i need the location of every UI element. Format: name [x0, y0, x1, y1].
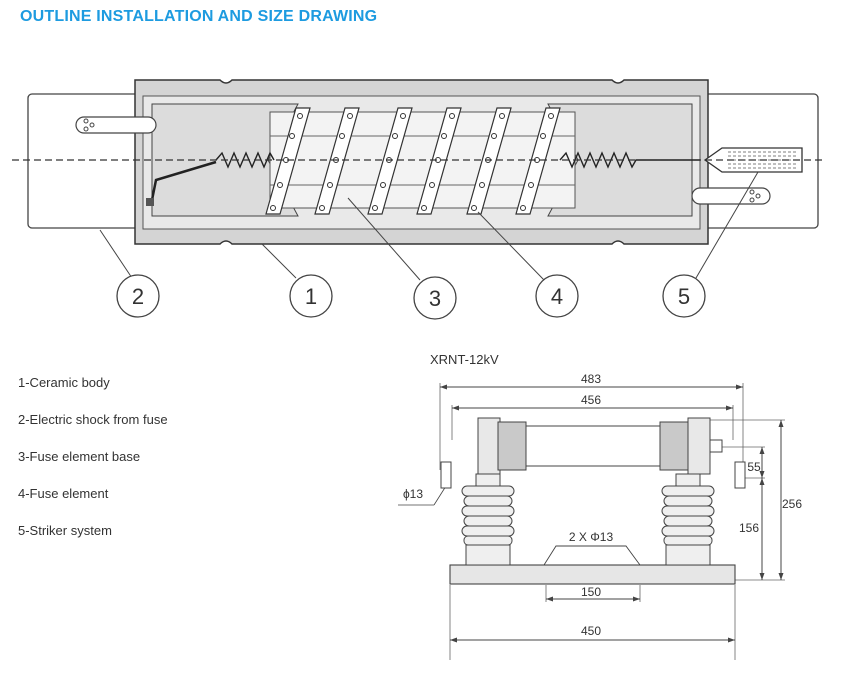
callout-4-label: 4: [551, 284, 563, 309]
left-insulator: [461, 473, 515, 566]
dim-483: 483: [581, 372, 601, 386]
legend-item-element-base: 3-Fuse element base: [18, 449, 141, 464]
left-end-cap: [27, 93, 142, 229]
dim-256: 256: [782, 497, 802, 511]
base-plate: [449, 564, 736, 585]
left-terminal: [75, 116, 157, 134]
dim-150: 150: [581, 585, 601, 599]
fuse-cross-section-drawing: 2 1 3 4 5: [12, 79, 826, 320]
dim-phi13: ϕ13: [403, 487, 423, 501]
legend-item-fuse-element: 4-Fuse element: [18, 486, 109, 501]
callout-1-label: 1: [305, 284, 317, 309]
size-drawing: XRNT-12kV 483 456 150 450 55 156 256 ϕ13…: [398, 352, 802, 660]
legend-list: 1-Ceramic body 2-Electric shock from fus…: [18, 374, 168, 559]
right-bolt: [734, 461, 746, 489]
right-terminal: [691, 187, 771, 205]
callout-2-label: 2: [132, 284, 144, 309]
fuse-element-strips: [265, 107, 561, 215]
leader-3: [347, 197, 421, 281]
callout-5-label: 5: [678, 284, 690, 309]
callout-3-label: 3: [429, 286, 441, 311]
dim-hole: 2 X Φ13: [569, 530, 614, 544]
fuse-cap-right: [659, 421, 689, 471]
callout-3-circle: [413, 276, 457, 320]
callout-2-circle: [116, 274, 160, 318]
legend-item-ceramic-body: 1-Ceramic body: [18, 375, 110, 390]
page-title: OUTLINE INSTALLATION AND SIZE DRAWING: [20, 8, 378, 25]
dim-450: 450: [581, 624, 601, 638]
callout-4-circle: [535, 274, 579, 318]
callout-5-circle: [662, 274, 706, 318]
left-contact-clip: [477, 417, 501, 475]
leader-5: [695, 171, 759, 279]
leader-1: [261, 243, 297, 279]
right-contact-clip: [687, 417, 711, 475]
right-spring: [559, 151, 700, 169]
legend-item-electric-shock: 2-Electric shock from fuse: [18, 412, 168, 427]
callout-1-circle: [289, 274, 333, 318]
model-label: XRNT-12kV: [430, 352, 499, 367]
fuse-cap-left: [497, 421, 527, 471]
left-bolt: [440, 461, 452, 489]
fuse-tube: [525, 425, 661, 467]
left-spring: [215, 151, 275, 169]
right-insulator: [661, 473, 715, 566]
leader-2: [99, 229, 133, 279]
leader-4: [477, 211, 545, 281]
dim-156: 156: [739, 521, 759, 535]
dim-456: 456: [581, 393, 601, 407]
legend-item-striker-system: 5-Striker system: [18, 523, 112, 538]
dim-55: 55: [747, 460, 761, 474]
